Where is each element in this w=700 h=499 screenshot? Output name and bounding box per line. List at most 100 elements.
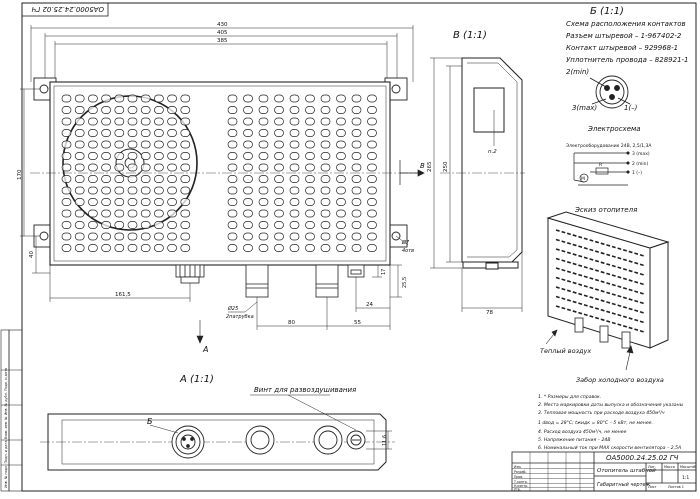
louver-slot [258,221,269,229]
louver-slot [351,232,362,241]
note-2: 2. Места маркировки даты выпуска и обозн… [538,402,684,408]
louver-slot [351,175,362,183]
sketch-louver-slot [561,240,566,244]
louver-slot [101,186,111,195]
tb-row-6: Утв. [514,488,521,492]
louver-slot [274,152,284,160]
sketch-title: Эскиз отопителя [574,206,637,214]
louver-slot [154,140,164,149]
sketch-louver-slot [555,276,560,280]
louver-slot [154,186,164,195]
louver-slot [289,186,300,195]
sketch-louver-slot [606,291,611,295]
louver-slot [74,244,85,252]
louver-slot [367,94,377,103]
louver-slot [227,209,238,218]
louver-slot [274,221,284,229]
louver-slot [351,152,362,160]
sketch-louver-slot [606,310,611,314]
dim-265: 265 [427,161,433,172]
technical-notes: 1. * Размеры для справок. 2. Места марки… [538,394,684,451]
louver-slot [140,94,151,103]
louver-slot [61,106,72,114]
louver-slot [101,232,111,241]
sketch-louver-slot [617,304,622,308]
louver-slot [114,94,125,103]
louver-slot [336,152,346,160]
louver-slot [61,186,72,195]
tb-row-5: Н.контр. [514,484,528,488]
dim-405: 405 [217,30,228,36]
louver-slot [305,140,315,149]
louver-slot [367,209,377,218]
louver-slot [127,94,138,103]
louver-slot [114,198,125,206]
louver-slot [351,163,362,172]
sketch-louver-slot [611,264,616,268]
sketch-louver-slot [589,248,594,252]
louver-slot [140,140,151,149]
louver-slot [101,221,111,229]
louver-slot [305,186,315,195]
louver-slot [140,186,151,195]
louver-slot [74,106,85,114]
louver-slot [274,209,284,218]
louver-slot [88,232,98,241]
louver-slot [88,152,98,160]
sketch-louver-slot [555,248,560,251]
sketch-louver-slot [578,311,583,315]
louver-slot [305,175,315,183]
louver-slot [127,129,138,137]
louver-slot [274,106,284,114]
louver-slot [74,94,85,103]
louver-slot [367,163,377,172]
sketch-louver-slot [561,230,566,234]
louver-slot [154,129,164,137]
sketch-louver-slot [561,268,566,272]
view-v-title: В (1:1) [453,30,487,41]
sketch-louver-slot [639,263,644,267]
sketch-louver-slot [639,272,644,276]
louver-slot [114,163,125,172]
louver-slot [274,198,284,206]
sheet-frame [0,2,697,492]
louver-slot [114,140,125,149]
louver-slot [114,175,125,183]
louver-slot [101,94,111,103]
louver-slot [114,244,125,252]
sketch-louver-slot [561,259,566,263]
sketch-louver-slot [606,301,611,304]
sketch-louver-slot [639,282,644,286]
louver-slot [88,140,98,149]
louver-slot [101,209,111,218]
sketch-louver-slot [566,280,572,283]
louver-slot [154,232,164,241]
sketch-louver-slot [583,294,588,298]
louver-slot [127,186,138,195]
sketch-louver-slot [639,329,644,333]
louver-slot [140,152,151,160]
sketch-louver-slot [555,295,560,299]
sketch-louver-slot [572,253,577,256]
dim-78: 78 [486,310,493,316]
sketch-louver-slot [589,277,594,280]
louver-slot [127,140,138,149]
note-3: 3. Тепловая мощность при расходе воздуха… [538,410,665,416]
pin-label-3: 3(max) [572,104,597,112]
louver-slot [61,244,72,252]
top-code-box: ОА5000.24.25.02 ГЧ [21,2,109,17]
schema-label-r: R [599,162,602,168]
sketch-louver-slot [606,282,611,285]
sketch-louver-slot [594,240,600,244]
louver-slot [127,152,138,160]
sketch-louver-slot [639,291,644,295]
louver-slot [351,140,362,149]
sketch-louver-slot [566,289,572,293]
sketch-louver-slot [634,252,639,255]
sketch-louver-slot [578,245,583,248]
louver-slot [74,232,85,241]
pin-label-2: 2(min) [566,68,589,76]
louver-slot [180,152,191,160]
sketch-louver-slot [589,267,594,271]
louver-slot [367,175,377,183]
